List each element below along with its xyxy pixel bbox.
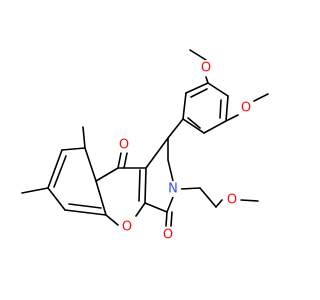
methoxy-oxygen-top: O — [201, 61, 211, 76]
molecule-diagram: O O O N O O O — [21, 49, 269, 243]
bond — [167, 159, 174, 182]
bond — [253, 93, 269, 102]
bond — [64, 209, 107, 216]
bond — [61, 147, 86, 151]
bond — [135, 202, 146, 217]
bond — [95, 167, 119, 182]
bond — [185, 82, 209, 94]
methoxyethyl-oxygen: O — [227, 193, 237, 208]
bond — [167, 118, 184, 139]
bond — [240, 199, 259, 202]
bond — [117, 152, 122, 169]
bond — [105, 214, 119, 226]
bond — [203, 120, 227, 134]
bond — [180, 187, 201, 190]
methoxy-oxygen-right: O — [241, 101, 251, 116]
bond — [182, 118, 205, 134]
bond — [199, 187, 217, 208]
bond — [47, 149, 63, 189]
pyrrolidine-nitrogen: N — [168, 182, 178, 197]
bond — [215, 199, 223, 208]
pyran-ring-oxygen: O — [122, 220, 132, 235]
bond — [190, 88, 208, 98]
bond — [138, 169, 141, 202]
bond — [21, 187, 49, 194]
bond — [82, 126, 86, 149]
bond — [207, 82, 229, 97]
bond — [145, 137, 169, 169]
bond — [144, 202, 168, 213]
bonds — [21, 49, 269, 227]
bond — [205, 76, 209, 84]
bond — [166, 196, 174, 213]
bond — [165, 211, 168, 227]
bond — [170, 211, 173, 227]
bond — [182, 92, 187, 120]
bond — [189, 49, 207, 61]
bond — [53, 155, 67, 188]
bond — [144, 167, 147, 204]
ketone-oxygen: O — [119, 138, 129, 153]
bond — [225, 114, 239, 122]
bond — [123, 152, 128, 169]
bond — [68, 203, 102, 209]
atom-labels: O O O N O O O — [116, 60, 254, 243]
bond — [84, 147, 97, 182]
bond — [47, 187, 66, 211]
molecule-structure: O O O N O O O — [21, 49, 269, 243]
amide-oxygen: O — [163, 228, 173, 243]
bond — [225, 95, 229, 122]
bond — [219, 99, 222, 119]
bond — [95, 180, 107, 216]
bond — [187, 117, 201, 129]
